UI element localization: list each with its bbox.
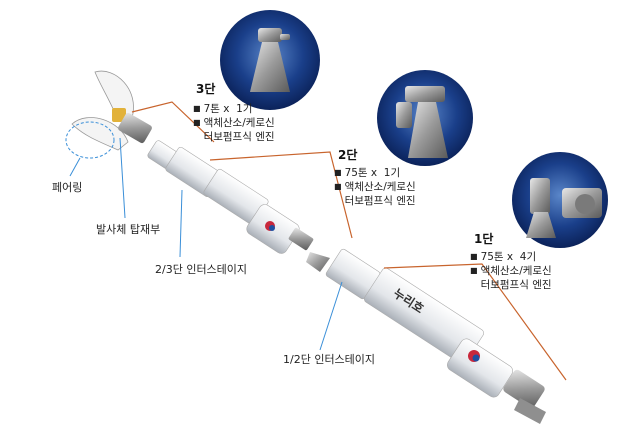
stage1-bracket (383, 263, 567, 381)
stage3-propellant: 액체산소/케로신 (203, 117, 275, 129)
stage1-title: 1단 (474, 232, 494, 246)
stage2-engine-image (377, 70, 473, 166)
stage3-title: 3단 (196, 82, 216, 96)
stage2-spec-line: ■액체산소/케로신 (334, 181, 416, 193)
interstage-23-leader (179, 189, 183, 258)
stage2-spec: ■75톤 x 1기 ■액체산소/케로신 ■터보펌프식 엔진 (334, 166, 416, 208)
stage1-spec-line: ■75톤 x 4기 (470, 251, 537, 263)
stage1-engine-type: 터보펌프식 엔진 (480, 279, 552, 291)
callout-lines (69, 137, 343, 351)
stage1-propellant: 액체산소/케로신 (480, 265, 552, 277)
stage3-spec-line: ■터보펌프식 엔진 (193, 130, 275, 144)
stage3-spec-line: ■액체산소/케로신 (193, 117, 275, 129)
stage1-spec-line: ■터보펌프식 엔진 (470, 278, 552, 292)
stage3-thrust: 7톤 x 1기 (203, 103, 253, 115)
stage2-bracket (209, 151, 353, 239)
stage3-spec: ■7톤 x 1기 ■액체산소/케로신 ■터보펌프식 엔진 (193, 102, 275, 144)
fairing-highlight (65, 121, 115, 159)
stage3-bracket (131, 101, 215, 143)
interstage-12-label: 1/2단 인터스테이지 (283, 353, 376, 366)
stage2-propellant: 액체산소/케로신 (344, 181, 416, 193)
interstage-23-label: 2/3단 인터스테이지 (155, 263, 248, 276)
fairing-leader (69, 157, 81, 177)
stage1-spec-line: ■액체산소/케로신 (470, 265, 552, 277)
rocket-parts: 누리호 (71, 70, 546, 424)
stage1-engine-image (512, 152, 608, 248)
stage3-spec-line: ■7톤 x 1기 (193, 103, 253, 115)
stage2-title: 2단 (338, 148, 358, 162)
stage1-tank-part (447, 338, 513, 398)
fairing-part (71, 70, 152, 151)
stage2-spec-line: ■75톤 x 1기 (334, 167, 401, 179)
fairing-label: 페어링 (52, 181, 83, 194)
payload-mount-leader (119, 137, 126, 219)
stage2-thrust: 75톤 x 1기 (344, 167, 401, 179)
stage1-spec: ■75톤 x 4기 ■액체산소/케로신 ■터보펌프식 엔진 (470, 250, 552, 292)
stage3-engine-image (220, 10, 320, 110)
stage1-engine-cluster-part (503, 369, 546, 424)
stage3-engine-type: 터보펌프식 엔진 (203, 131, 275, 143)
stage2-spec-line: ■터보펌프식 엔진 (334, 194, 416, 208)
stage1-thrust: 75톤 x 4기 (480, 251, 537, 263)
interstage-12-leader (319, 281, 343, 351)
stage2-tank-part (246, 204, 330, 272)
payload-mount-label: 발사체 탑재부 (96, 223, 161, 236)
stage2-engine-type: 터보펌프식 엔진 (344, 195, 416, 207)
stage-brackets (131, 101, 567, 381)
